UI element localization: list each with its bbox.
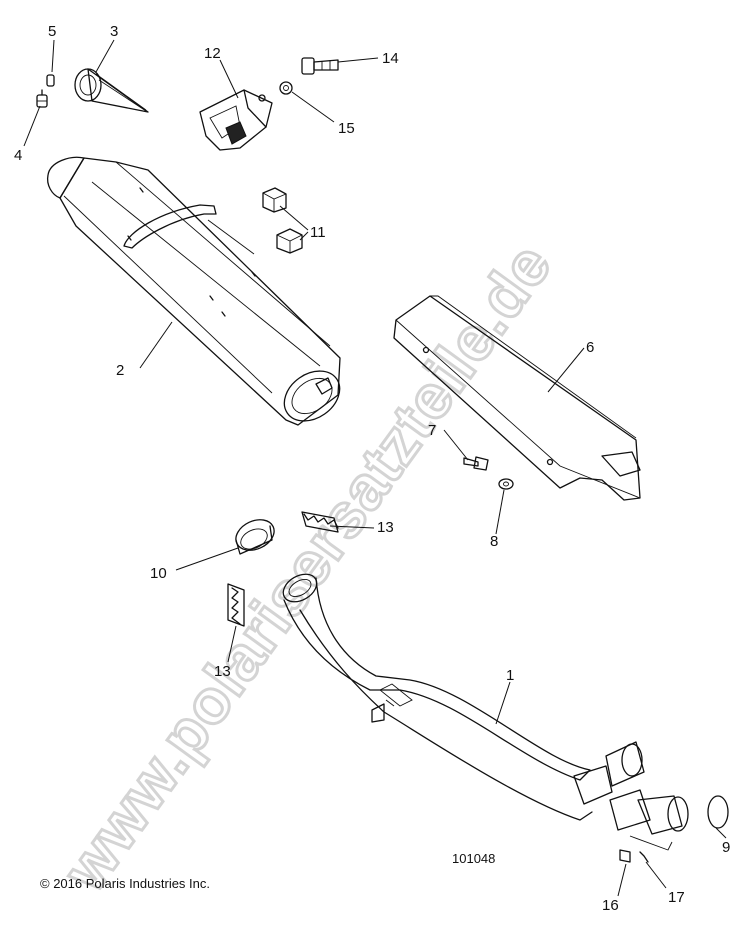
callout-12: 12 bbox=[204, 45, 221, 62]
callout-16: 16 bbox=[602, 897, 619, 914]
header-pipe bbox=[282, 573, 689, 851]
callout-11: 11 bbox=[310, 224, 326, 241]
screw bbox=[36, 89, 48, 108]
leader-lines bbox=[23, 39, 727, 897]
spark-arrestor bbox=[74, 68, 149, 113]
flange-nut bbox=[619, 849, 631, 863]
washer bbox=[498, 478, 514, 490]
callout-13-lower: 13 bbox=[214, 663, 231, 680]
clip bbox=[639, 851, 649, 863]
grommets bbox=[262, 187, 303, 254]
callout-1: 1 bbox=[506, 667, 514, 684]
callouts: 5 3 4 12 14 15 11 2 6 7 8 10 13 13 1 9 1… bbox=[14, 23, 730, 914]
gasket bbox=[235, 519, 275, 555]
shield-screw bbox=[463, 456, 489, 471]
callout-14: 14 bbox=[382, 50, 399, 67]
callout-4: 4 bbox=[14, 147, 22, 164]
callout-17: 17 bbox=[668, 889, 685, 906]
o-ring bbox=[707, 795, 729, 829]
callout-6: 6 bbox=[586, 339, 594, 356]
callout-5: 5 bbox=[48, 23, 56, 40]
callout-13-upper: 13 bbox=[377, 519, 394, 536]
callout-8: 8 bbox=[490, 533, 498, 550]
spring-upper bbox=[301, 511, 339, 533]
callout-9: 9 bbox=[722, 839, 730, 856]
callout-10: 10 bbox=[150, 565, 167, 582]
pin bbox=[46, 74, 55, 87]
callout-3: 3 bbox=[110, 23, 118, 40]
bolt bbox=[301, 57, 339, 75]
nut bbox=[279, 81, 293, 95]
mounting-bracket bbox=[199, 89, 273, 151]
callout-15: 15 bbox=[338, 120, 355, 137]
callout-7: 7 bbox=[428, 422, 436, 439]
heat-shield bbox=[393, 295, 641, 501]
callout-2: 2 bbox=[116, 362, 124, 379]
drawing-number: 101048 bbox=[452, 851, 496, 866]
copyright-text: © 2016 Polaris Industries Inc. bbox=[40, 876, 210, 891]
muffler bbox=[46, 156, 341, 426]
spring-lower bbox=[227, 583, 245, 627]
